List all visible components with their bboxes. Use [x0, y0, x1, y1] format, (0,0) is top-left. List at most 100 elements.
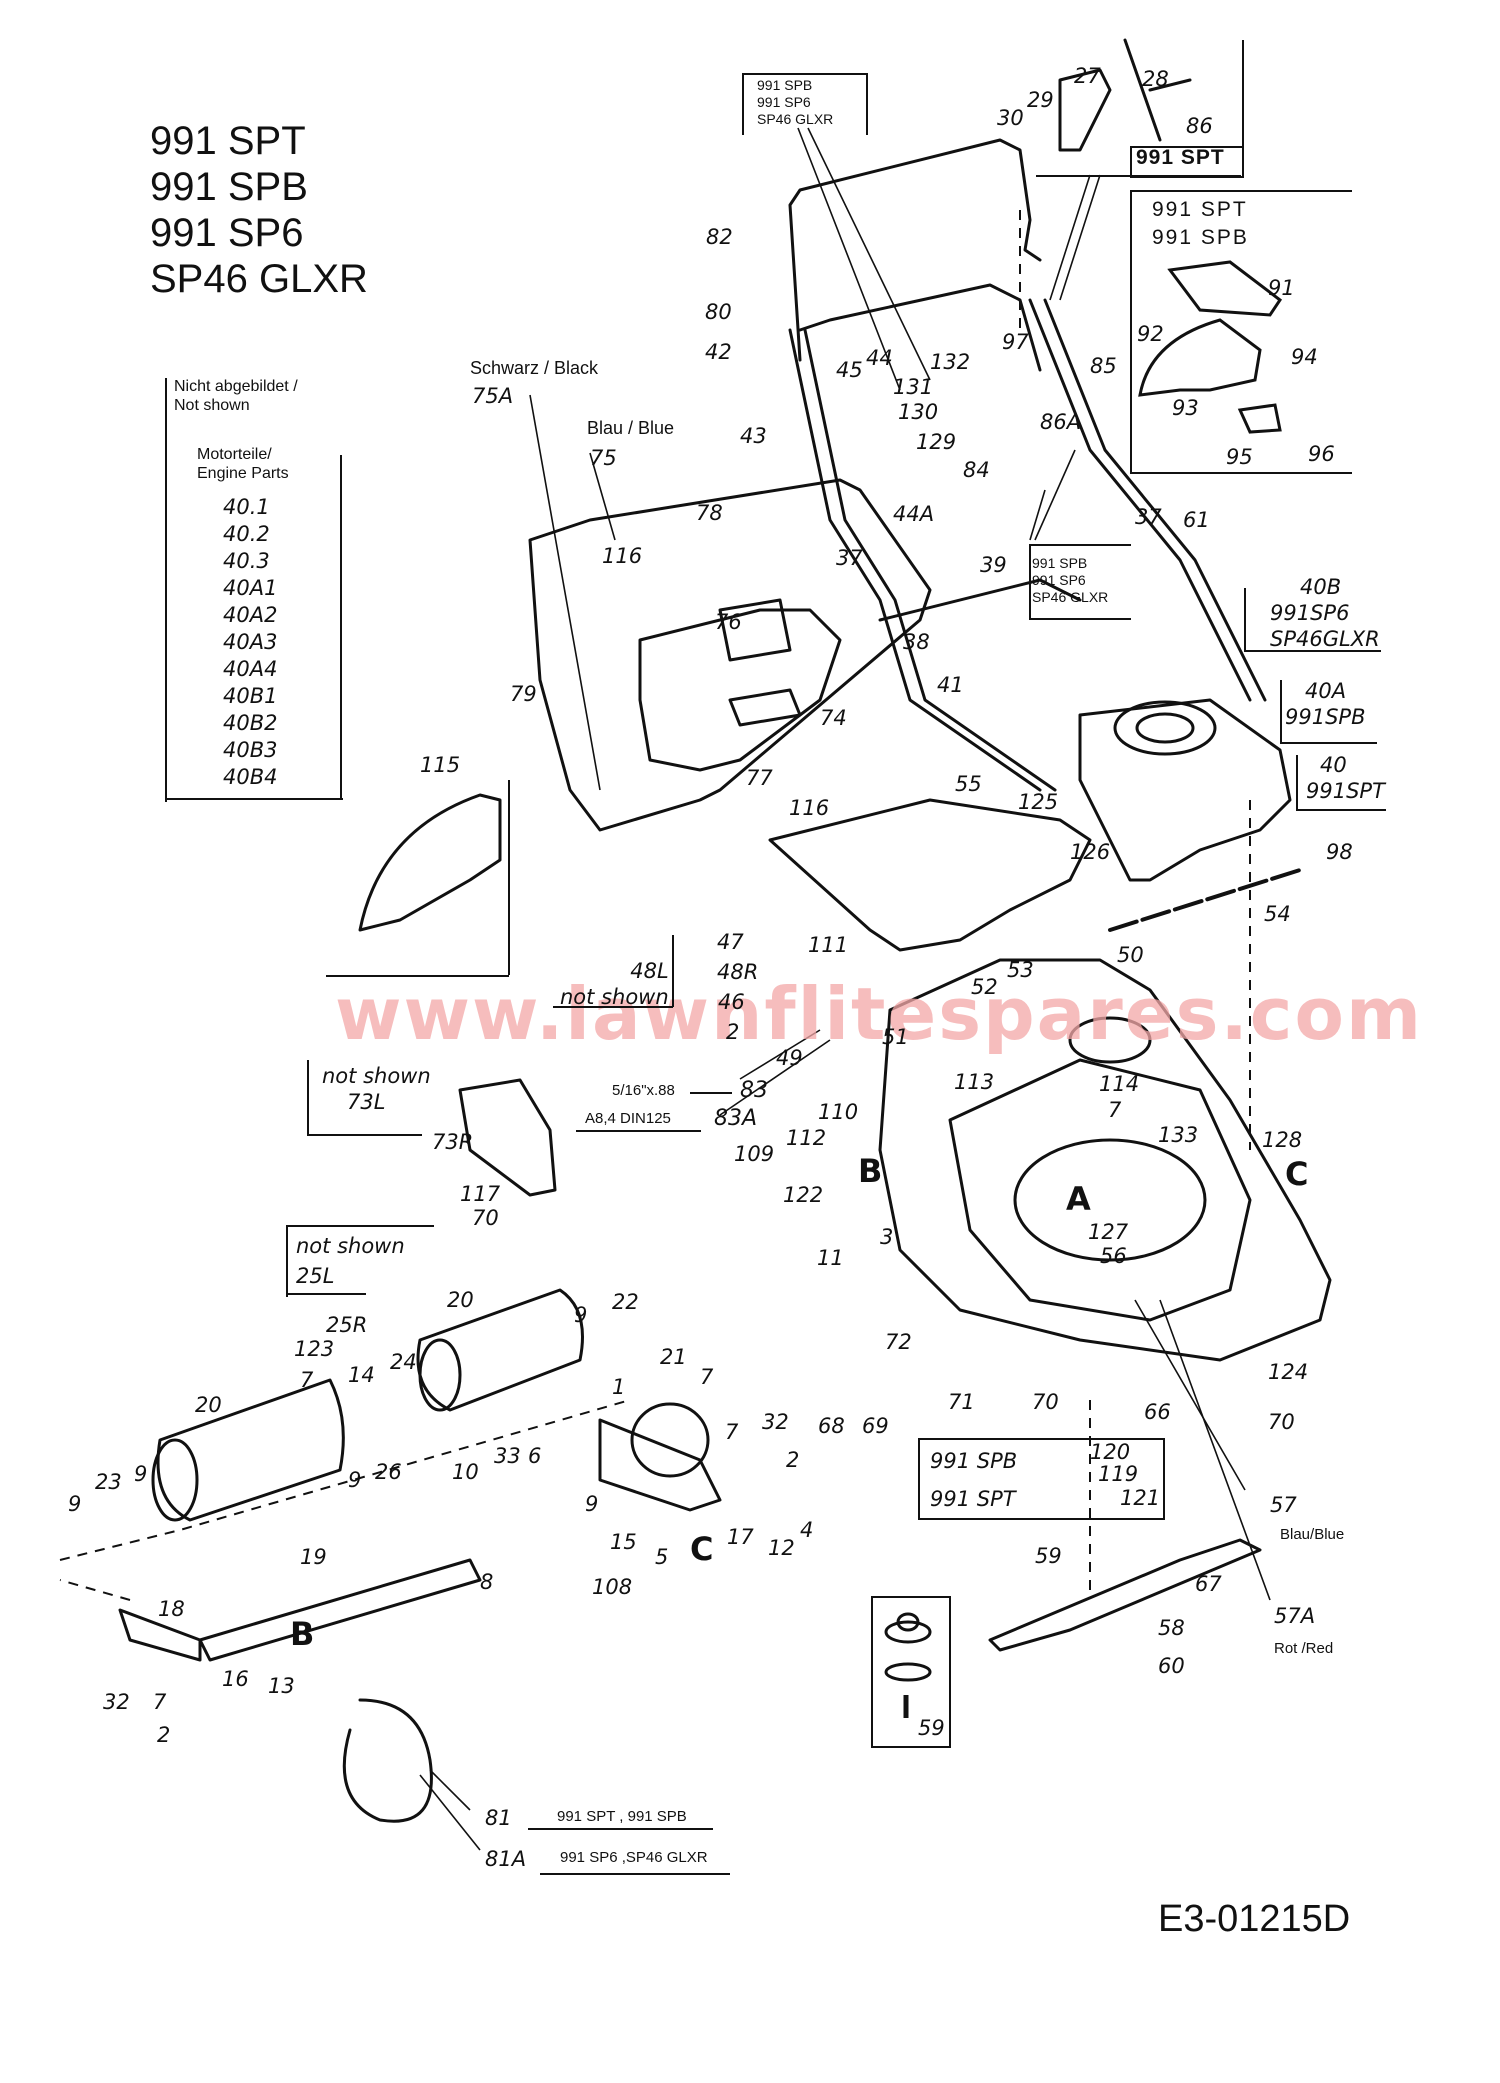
part-callout: 23 [95, 1470, 122, 1494]
part-callout: 59 [1035, 1544, 1062, 1568]
model-title: SP46 GLXR [150, 257, 368, 301]
section-letter-b: B [290, 1615, 315, 1653]
not-shown-73l-rule [307, 1134, 422, 1136]
list-item: 40B1 [223, 684, 278, 708]
part-callout: 60 [1158, 1654, 1185, 1678]
handle-model-box [742, 73, 868, 135]
part-callout: 82 [706, 225, 733, 249]
list-item: 40A4 [223, 657, 278, 681]
engine-40b-models: 991SP6 SP46GLXR [1270, 600, 1380, 652]
engine-variant: 40 [1320, 753, 1347, 777]
not-shown-73l: not shown 73L [322, 1063, 431, 1115]
part-callout: 9 [585, 1492, 599, 1516]
part-callout: 7 [153, 1690, 167, 1714]
part-callout: 133 [1158, 1123, 1199, 1147]
model-label: 991 SPB [930, 1449, 1018, 1473]
part-callout: 3 [880, 1225, 894, 1249]
shield-115-side [508, 780, 510, 975]
part-callout: 22 [612, 1290, 639, 1314]
rear-flap-drawing [768, 798, 1092, 952]
throttle-lever-drawing [1058, 68, 1112, 152]
not-shown-heading-de: Nicht abgebildet / [174, 378, 298, 395]
part-callout: 37 [836, 546, 863, 570]
part-callout: 96 [1308, 442, 1335, 466]
model-label: 991SPB [1285, 705, 1366, 729]
drive-wheel-drawing [630, 1402, 710, 1478]
section-letter-c: C [1285, 1155, 1309, 1193]
part-callout: 112 [786, 1126, 827, 1150]
model-label: SP46 GLXR [1032, 589, 1109, 605]
part-callout: 98 [1326, 840, 1353, 864]
rear-roller-left-drawing [156, 1378, 345, 1522]
part-callout: 8 [480, 1570, 494, 1594]
part-callout: 72 [885, 1330, 912, 1354]
not-shown-note: not shown [560, 985, 669, 1009]
part-callout: 53 [1007, 958, 1034, 982]
grass-bag-drawing [528, 478, 932, 832]
engine-40b-bracket [1244, 588, 1381, 652]
part-callout: 37 [1135, 505, 1162, 529]
part-callout: 9 [574, 1303, 588, 1327]
model-label: 991 SPT [1152, 198, 1248, 221]
blade-adapter-inset-box [871, 1596, 951, 1748]
part-callout: 29 [1027, 88, 1054, 112]
handle-model-box-text: 991 SPB 991 SP6 SP46 GLXR [757, 77, 833, 128]
upper-handle-drawing [788, 138, 1042, 362]
part-81-rule [528, 1828, 713, 1830]
part-callout: 32 [103, 1690, 130, 1714]
list-item: 40.3 [223, 549, 270, 573]
lower-handle-drawing [788, 328, 1042, 792]
part-callout: 47 [717, 930, 744, 954]
model-label: 991SP6 [1270, 601, 1350, 625]
drive-cover-models: 991 SPT 991 SPB [1152, 196, 1249, 252]
part-callout: 39 [980, 553, 1007, 577]
part-callout: 66 [1144, 1400, 1171, 1424]
part-callout: 5 [655, 1545, 669, 1569]
part-callout: 78 [696, 501, 723, 525]
spec-83: 5/16"x.88 [612, 1082, 675, 1099]
part-callout: 73R [432, 1130, 474, 1154]
part-callout: 4 [800, 1518, 814, 1542]
part-callout: 46 [718, 990, 745, 1014]
part-callout: 43 [740, 424, 767, 448]
not-shown-25l: not shown 25L [296, 1231, 405, 1291]
part-callout: 19 [300, 1545, 327, 1569]
part-callout: 70 [472, 1206, 499, 1230]
part-callout: 116 [602, 544, 643, 568]
part-callout: 124 [1268, 1360, 1309, 1384]
part-57: 57 [1270, 1493, 1297, 1517]
part-callout: 9 [68, 1492, 82, 1516]
part-83a: 83A [714, 1106, 758, 1131]
part-callout: 77 [746, 766, 773, 790]
part-callout: 61 [1183, 508, 1210, 532]
part-callout: 7 [300, 1368, 314, 1392]
list-item: 40A1 [223, 576, 278, 600]
pulley-models: 991 SPB 991 SPT [930, 1442, 1017, 1518]
engine-parts-heading: Motorteile/ Engine Parts [197, 445, 289, 483]
section-letter-b: B [858, 1152, 883, 1190]
not-shown-73l-side [307, 1060, 309, 1135]
part-callout: 2 [726, 1020, 740, 1044]
part-callout: 108 [592, 1575, 633, 1599]
model-list: 991 SPT 991 SPB 991 SP6 SP46 GLXR [150, 118, 368, 302]
watermark: www.lawnflitespares.com [335, 972, 1423, 1056]
engine-variant: 40B [1300, 575, 1342, 599]
part-callout: 68 [818, 1414, 845, 1438]
part-callout: 94 [1291, 345, 1318, 369]
part-callout: 2 [157, 1723, 171, 1747]
part-callout: 115 [420, 753, 461, 777]
part-callout: 79 [510, 682, 537, 706]
part-callout: 113 [954, 1070, 995, 1094]
part-callout: 70 [1032, 1390, 1059, 1414]
part-callout: 86 [1186, 114, 1213, 138]
part-callout: 32 [762, 1410, 789, 1434]
drive-cover-box [1130, 190, 1352, 474]
part-number: 25L [296, 1264, 335, 1288]
engine-parts-rule [340, 455, 342, 800]
part-callout: 130 [898, 400, 939, 424]
part-callout: 116 [789, 796, 830, 820]
part-callout: 127 [1088, 1220, 1129, 1244]
model-label: 991 SP6 [1032, 572, 1086, 588]
